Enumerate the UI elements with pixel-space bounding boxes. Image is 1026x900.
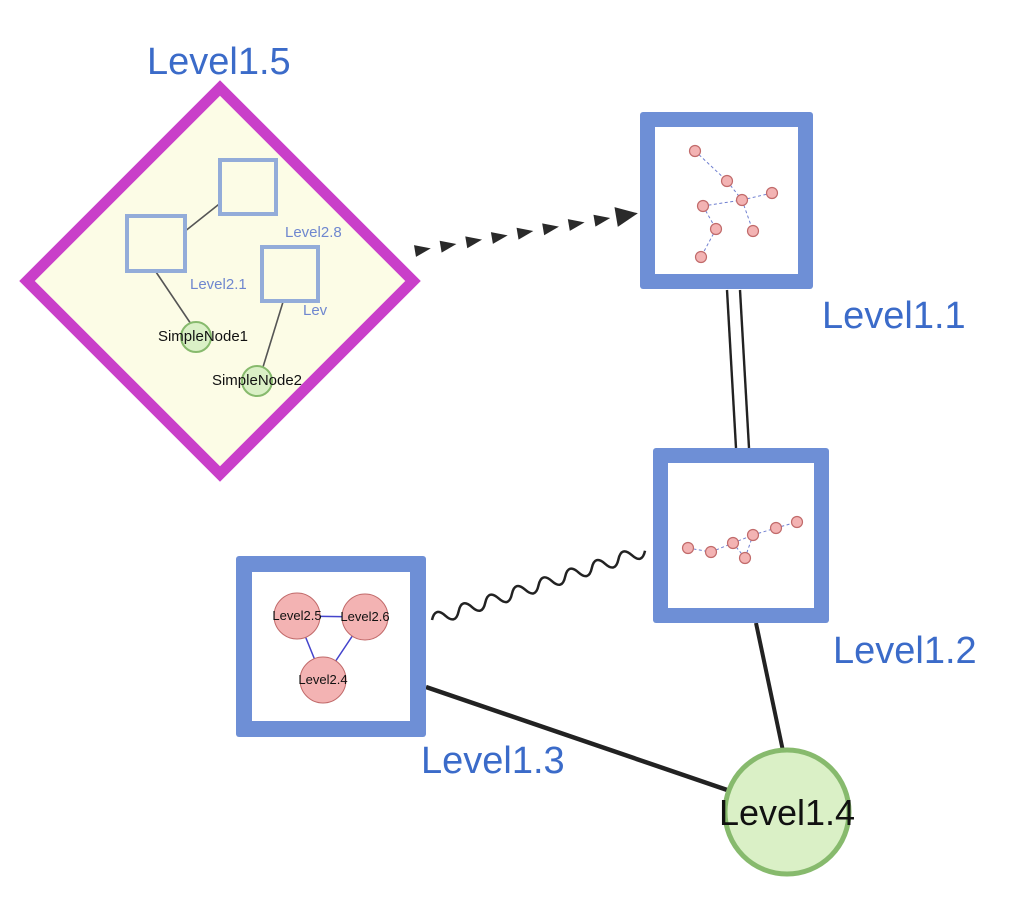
minigraph-level1_2 xyxy=(681,515,804,565)
mini-graph-node[interactable] xyxy=(681,541,695,555)
diamond-shape[interactable] xyxy=(19,80,421,482)
mini-graph-node[interactable] xyxy=(746,528,760,542)
arrow-dash xyxy=(542,223,559,236)
mini-graph-edge xyxy=(726,180,743,201)
inner-square-label: Lev xyxy=(303,302,328,319)
group-node-level1_2[interactable] xyxy=(653,448,829,623)
arrow-dash xyxy=(439,240,457,253)
solid-line xyxy=(754,622,785,752)
mini-graph-node[interactable] xyxy=(735,193,749,207)
parallel-line xyxy=(725,289,738,449)
inner-square-level2_8[interactable] xyxy=(218,158,278,216)
minigraph-level1_1 xyxy=(688,144,779,264)
mini-graph-node[interactable] xyxy=(769,521,783,535)
edge-level1_3-level1_2[interactable] xyxy=(430,545,647,626)
node-content-area xyxy=(655,127,798,274)
simple-node-1[interactable] xyxy=(180,321,212,353)
arrow-dash xyxy=(593,214,611,227)
mini-graph-edge xyxy=(694,150,728,182)
simple-node-label: SimpleNode2 xyxy=(212,372,302,389)
mini-graph-edge xyxy=(710,542,734,553)
inner-node-label: Level2.4 xyxy=(298,672,347,687)
node-level1_4[interactable]: Level1.4 xyxy=(719,747,855,877)
inner-node-level2_6[interactable] xyxy=(341,593,389,641)
simple-node-label: SimpleNode1 xyxy=(158,328,248,345)
mini-graph-node[interactable] xyxy=(746,224,760,238)
mini-graph-node[interactable] xyxy=(704,545,718,559)
circle-node-shape[interactable] xyxy=(722,747,852,877)
mini-graph-node[interactable] xyxy=(709,222,723,236)
inner-edge xyxy=(262,301,284,368)
mini-graph-edge xyxy=(702,199,743,207)
node-content-area xyxy=(668,463,814,608)
inner-node-label: Level2.5 xyxy=(272,608,321,623)
mini-graph-edge xyxy=(752,527,777,536)
arrow-dash xyxy=(413,245,431,257)
mini-graph-node[interactable] xyxy=(720,174,734,188)
arrow-head xyxy=(614,207,638,227)
edge-level1_1-level1_2[interactable] xyxy=(725,289,751,449)
node-label-level1_5: Level1.5 xyxy=(147,41,291,83)
inner-square-level2_1[interactable] xyxy=(125,214,187,273)
mini-graph-node[interactable] xyxy=(765,186,779,200)
group-node-level1_3[interactable]: Level2.5 Level2.6 Level2.4 xyxy=(236,556,426,737)
inner-node-level2_5[interactable] xyxy=(273,592,321,640)
group-node-level1_1[interactable] xyxy=(640,112,813,289)
arrow-dash xyxy=(465,236,483,249)
mini-graph-node[interactable] xyxy=(694,250,708,264)
inner-square-label: Level2.8 xyxy=(285,224,342,241)
mini-graph-node[interactable] xyxy=(696,199,710,213)
arrow-dash xyxy=(567,219,585,231)
inner-square-label: Level2.1 xyxy=(190,276,247,293)
node-label-level1_1: Level1.1 xyxy=(822,295,966,337)
mini-graph-node[interactable] xyxy=(738,551,752,565)
wavy-line xyxy=(430,550,647,621)
node-label-level1_4: Level1.4 xyxy=(719,792,855,833)
group-node-level1_5[interactable]: Level2.8 Level2.1 Lev SimpleNode1 Simple… xyxy=(19,80,421,482)
arrow-dash xyxy=(516,227,534,240)
mini-graph-node[interactable] xyxy=(688,144,702,158)
arrow-dash xyxy=(490,232,508,244)
edge-level1_3-level1_4[interactable] xyxy=(425,684,737,796)
node-label-level1_3: Level1.3 xyxy=(421,740,565,782)
inner-node-label: Level2.6 xyxy=(340,609,389,624)
mini-graph-node[interactable] xyxy=(726,536,740,550)
parallel-line xyxy=(738,289,751,449)
mini-graph-edge xyxy=(744,534,754,559)
inner-edge xyxy=(183,200,224,233)
edge-level1_5-level1_1[interactable] xyxy=(413,203,639,260)
solid-line xyxy=(425,684,737,796)
inner-square-lev[interactable] xyxy=(260,245,320,303)
mini-graph-node[interactable] xyxy=(790,515,804,529)
inner-node-level2_4[interactable] xyxy=(299,656,347,704)
inner-edge xyxy=(155,271,192,325)
simple-node-2[interactable] xyxy=(241,365,273,397)
edge-level1_2-level1_4[interactable] xyxy=(754,622,785,752)
node-label-level1_2: Level1.2 xyxy=(833,630,977,672)
